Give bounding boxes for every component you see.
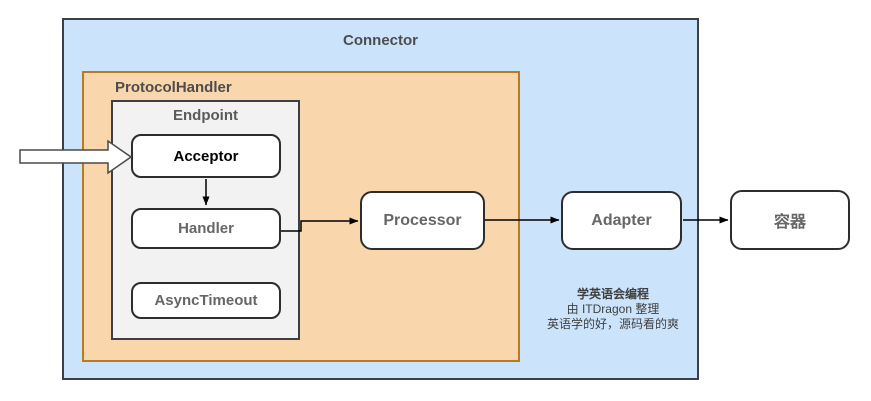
node-adapter: Adapter: [561, 191, 682, 250]
protocolhandler-title: ProtocolHandler: [115, 79, 232, 96]
watermark-line-2: 由 ITDragon 整理: [566, 302, 660, 316]
endpoint-title: Endpoint: [173, 107, 238, 124]
asynctimeout-label: AsyncTimeout: [154, 292, 258, 309]
node-acceptor: Acceptor: [131, 134, 281, 178]
node-container: 容器: [730, 190, 850, 250]
node-handler: Handler: [131, 208, 281, 249]
watermark-line-1: 学英语会编程: [576, 287, 649, 301]
node-processor: Processor: [360, 191, 485, 250]
watermark: 学英语会编程 由 ITDragon 整理 英语学的好，源码看的爽: [513, 287, 713, 332]
handler-label: Handler: [178, 220, 234, 237]
container-label: 容器: [773, 214, 806, 231]
node-asynctimeout: AsyncTimeout: [131, 282, 281, 319]
watermark-line-3: 英语学的好，源码看的爽: [546, 317, 679, 331]
adapter-label: Adapter: [591, 211, 652, 229]
acceptor-label: Acceptor: [173, 147, 239, 165]
processor-label: Processor: [383, 211, 462, 229]
connector-title: Connector: [343, 32, 418, 49]
